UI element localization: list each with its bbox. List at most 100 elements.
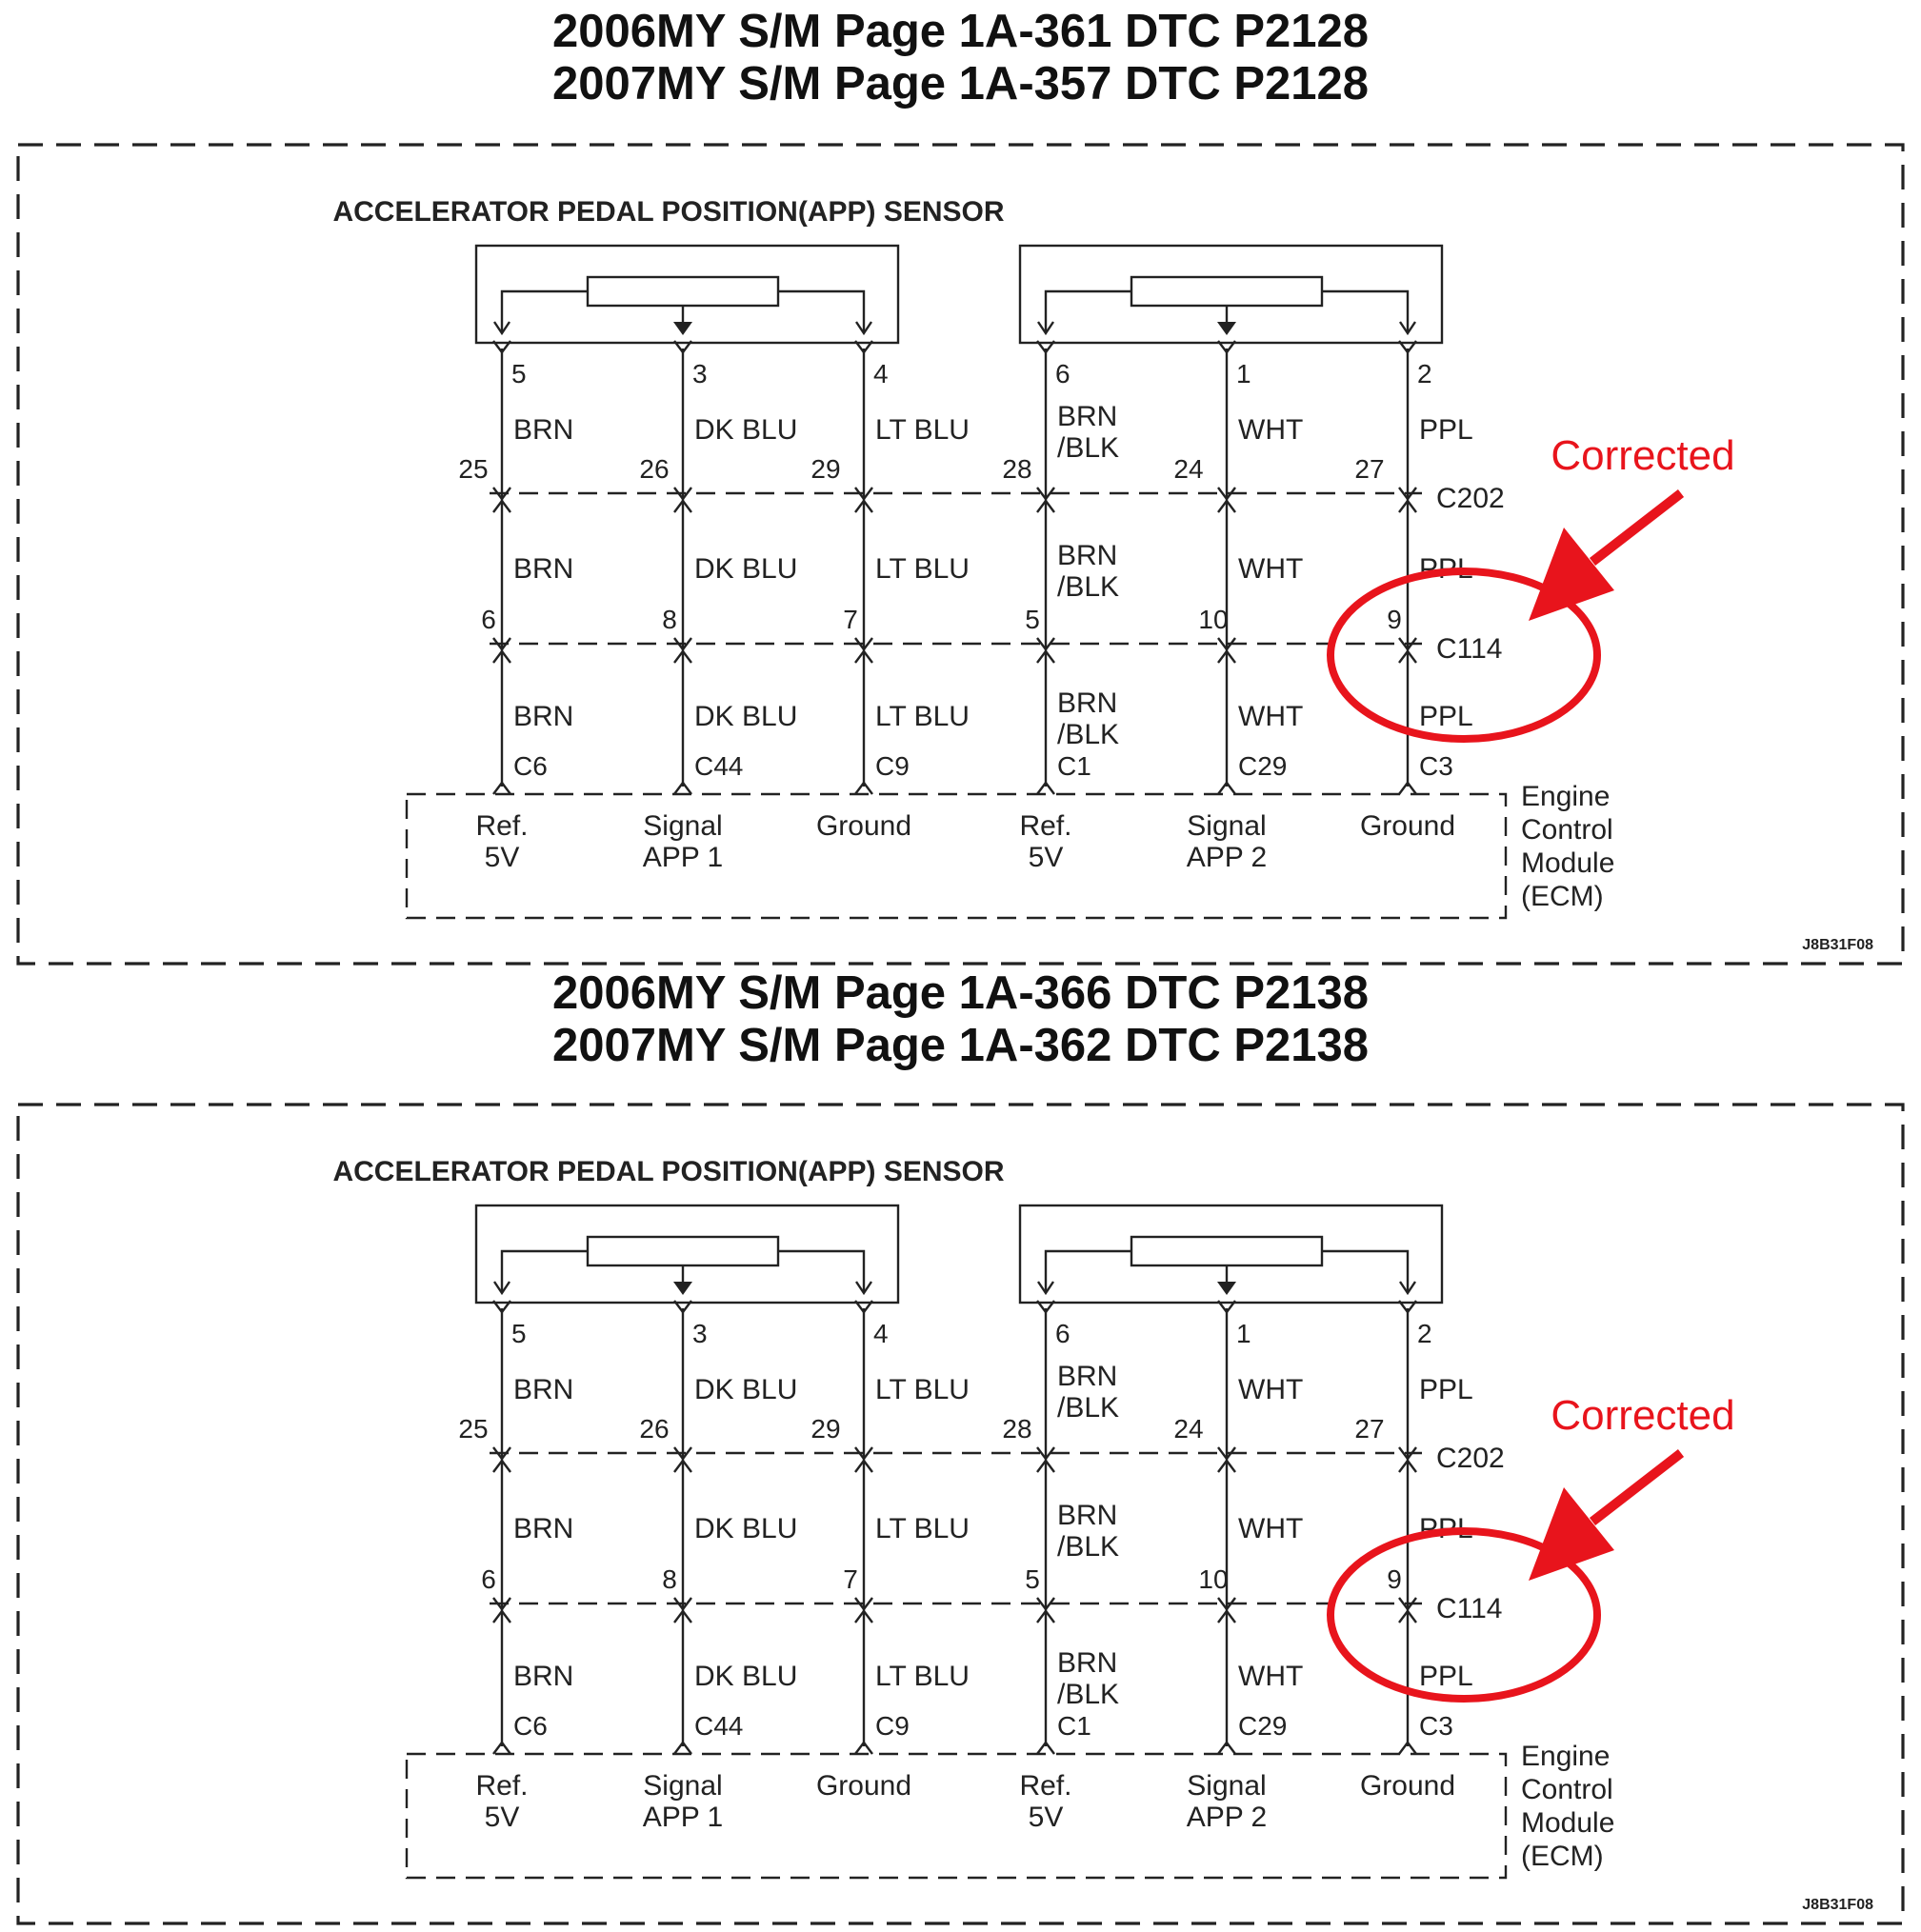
correction-highlight-ellipse: [1327, 568, 1601, 743]
ecm-function-label: 5V: [1029, 842, 1064, 873]
c202-pin-number: 27: [1354, 1414, 1384, 1444]
sensor-element-2: [1018, 244, 1444, 345]
wire-color-label: LT BLU: [875, 1661, 970, 1692]
outer-dashed-frame: [16, 143, 1905, 966]
wire-color-label: DK BLU: [694, 1513, 797, 1544]
c114-pin-number: 10: [1198, 1564, 1228, 1594]
ecm-function-label: APP 1: [643, 842, 724, 873]
wire-color-label: BRN: [513, 414, 573, 446]
ecm-label-line: Control: [1521, 1774, 1613, 1805]
ecm-function-label: Ref.: [1019, 810, 1071, 842]
c202-pin-number: 29: [810, 1414, 840, 1444]
c114-pin-number: 10: [1198, 605, 1228, 634]
wire-color-label: /BLK: [1057, 1531, 1119, 1563]
wire-color-label: WHT: [1238, 414, 1303, 446]
correction-arrow-head: [1529, 528, 1614, 621]
ecm-function-label: APP 2: [1187, 1802, 1268, 1833]
connector-c202-label: C202: [1436, 483, 1505, 514]
correction-arrow-shaft: [1589, 489, 1685, 566]
corrected-annotation: Corrected: [1327, 432, 1735, 743]
corrected-annotation: Corrected: [1327, 1392, 1735, 1703]
c114-pin-number: 7: [843, 1564, 858, 1594]
ecm-label-line: Control: [1521, 814, 1613, 846]
wire-color-label: LT BLU: [875, 414, 970, 446]
c202-pin-number: 26: [639, 1414, 669, 1444]
c202-pin-number: 25: [458, 454, 488, 484]
sensor-title: ACCELERATOR PEDAL POSITION(APP) SENSOR: [332, 196, 1004, 228]
ecm-function-label: Signal: [643, 810, 722, 842]
corrected-label: Corrected: [1551, 432, 1734, 479]
c202-pin-number: 24: [1173, 454, 1203, 484]
connector-c114-label: C114: [1436, 633, 1503, 665]
wire-color-label: LT BLU: [875, 1513, 970, 1544]
potentiometer-resistor: [586, 275, 780, 308]
wire-color-label: DK BLU: [694, 553, 797, 585]
wire-color-label: LT BLU: [875, 1374, 970, 1405]
correction-highlight-ellipse: [1327, 1527, 1601, 1703]
sensor-pin-number: 1: [1236, 1319, 1251, 1348]
c114-pin-number: 5: [1025, 605, 1040, 634]
c114-pin-number: 9: [1387, 605, 1402, 634]
ecm-function-label: Ref.: [475, 1770, 528, 1802]
c202-pin-number: 26: [639, 454, 669, 484]
wire-color-label: BRN: [1057, 540, 1117, 571]
sensor-pin-number: 6: [1055, 1319, 1071, 1348]
sensor-pin-number: 4: [873, 1319, 889, 1348]
c114-pin-number: 9: [1387, 1564, 1402, 1594]
sensor-pin-number: 2: [1417, 1319, 1432, 1348]
wiper-arrow: [673, 322, 692, 335]
wire-color-label: BRN: [1057, 1361, 1117, 1392]
wire-color-label: BRN: [1057, 1647, 1117, 1679]
ecm-function-label: 5V: [1029, 1802, 1064, 1833]
ecm-box: [405, 1752, 1508, 1880]
corrected-label: Corrected: [1551, 1392, 1734, 1439]
wire-color-label: BRN: [1057, 687, 1117, 719]
ecm-function-label: 5V: [485, 842, 520, 873]
ecm-pin-number: C9: [875, 1711, 910, 1741]
sensor-pin-number: 2: [1417, 359, 1432, 388]
correction-arrow-shaft: [1589, 1449, 1685, 1525]
wire-color-label: /BLK: [1057, 719, 1119, 750]
sensor-element-1: [474, 1204, 900, 1305]
ecm-function-label: 5V: [485, 1802, 520, 1833]
wiring-diagram-svg: ACCELERATOR PEDAL POSITION(APP) SENSOR C2…: [16, 143, 1905, 966]
sensor-pin-number: 3: [692, 359, 708, 388]
ecm-pin-number: C3: [1419, 1711, 1453, 1741]
ecm-function-label: Signal: [643, 1770, 722, 1802]
ecm-function-label: Signal: [1187, 1770, 1266, 1802]
section-2-heading-line-1: 2006MY S/M Page 1A-366 DTC P2138: [551, 967, 1370, 1019]
wire-color-label: /BLK: [1057, 1392, 1119, 1424]
wiper-arrow: [673, 1282, 692, 1295]
ecm-pin-number: C6: [513, 1711, 548, 1741]
c202-pin-number: 28: [1002, 454, 1031, 484]
c202-pin-number: 28: [1002, 1414, 1031, 1444]
wiper-arrow: [1217, 322, 1236, 335]
sensor-pin-number: 3: [692, 1319, 708, 1348]
c114-pin-number: 8: [662, 1564, 677, 1594]
figure-id: J8B31F08: [1802, 1897, 1873, 1913]
ecm-pin-number: C44: [694, 751, 743, 781]
wire-color-label: DK BLU: [694, 701, 797, 732]
wire-color-label: WHT: [1238, 553, 1303, 585]
c114-pin-number: 5: [1025, 1564, 1040, 1594]
wire-color-label: BRN: [513, 1374, 573, 1405]
ecm-function-label: Signal: [1187, 810, 1266, 842]
ecm-label-line: (ECM): [1521, 1841, 1604, 1872]
ecm-function-label: Ground: [1360, 810, 1455, 842]
wire-color-label: PPL: [1419, 1661, 1473, 1692]
figure-id: J8B31F08: [1802, 937, 1873, 953]
sensor-pin-number: 5: [511, 359, 527, 388]
ecm-pin-number: C9: [875, 751, 910, 781]
potentiometer-resistor: [1130, 1235, 1324, 1267]
wire-color-label: BRN: [1057, 1500, 1117, 1531]
